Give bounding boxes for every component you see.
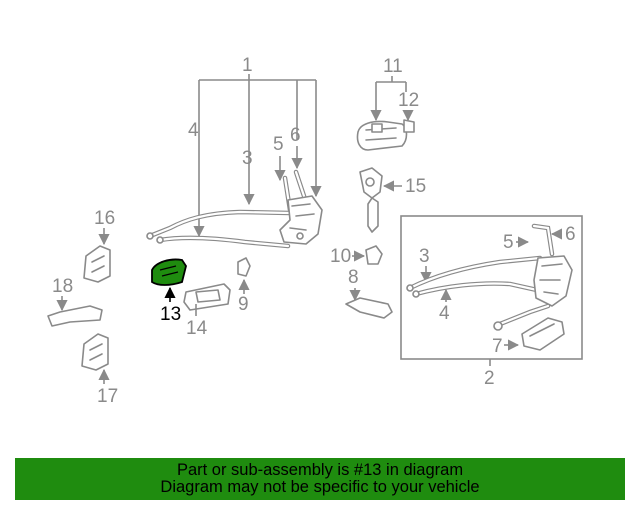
part-9-group: 9 — [237, 257, 251, 315]
part-11-12-group: 11 12 — [356, 56, 419, 151]
callout-15: 15 — [405, 176, 426, 197]
callout-13: 13 — [160, 304, 181, 325]
part-8-group: 8 — [345, 267, 393, 319]
left-lock-assembly — [146, 169, 323, 249]
callout-2: 2 — [484, 368, 495, 389]
leader-1 — [199, 74, 316, 81]
callout-1-group: 1 — [193, 55, 322, 238]
callout-3-right: 3 — [419, 246, 430, 267]
sub-assembly-2-frame — [400, 215, 583, 360]
callout-9: 9 — [238, 294, 249, 315]
callout-1: 1 — [242, 55, 253, 76]
banner-line-2: Diagram may not be specific to your vehi… — [160, 478, 480, 496]
callout-14: 14 — [186, 318, 208, 339]
part-13-highlight — [151, 258, 187, 286]
part-18-group: 18 — [47, 276, 103, 327]
part-17-group: 17 — [81, 333, 118, 407]
callout-4-right: 4 — [439, 303, 450, 324]
callout-6-left: 6 — [290, 125, 301, 146]
callout-17: 17 — [97, 386, 118, 407]
part-14-group: 14 — [183, 283, 231, 339]
sub-assembly-2: 2 3 4 5 6 7 — [400, 215, 583, 389]
leader-11 — [376, 76, 406, 83]
callout-11: 11 — [383, 56, 403, 77]
part-16-group: 16 — [83, 208, 115, 283]
callout-4-left: 4 — [188, 120, 199, 141]
callout-10: 10 — [330, 246, 351, 267]
part-13-group: 13 — [151, 258, 187, 325]
info-banner: Part or sub-assembly is #13 in diagram D… — [15, 458, 625, 500]
callout-5-left: 5 — [273, 134, 284, 155]
callout-12: 12 — [398, 90, 419, 111]
part-15-group: 15 — [359, 167, 426, 233]
callout-8: 8 — [348, 267, 359, 288]
banner-line-1: Part or sub-assembly is #13 in diagram — [176, 461, 464, 479]
callout-18: 18 — [52, 276, 73, 297]
callout-5-right: 5 — [503, 232, 514, 253]
callout-16: 16 — [94, 208, 115, 229]
part-10-group: 10 — [330, 245, 383, 267]
callout-6-right: 6 — [565, 224, 576, 245]
parts-diagram: 1 4 3 5 6 11 12 — [47, 55, 583, 407]
callout-7: 7 — [492, 336, 503, 357]
callout-3-left: 3 — [242, 148, 253, 169]
